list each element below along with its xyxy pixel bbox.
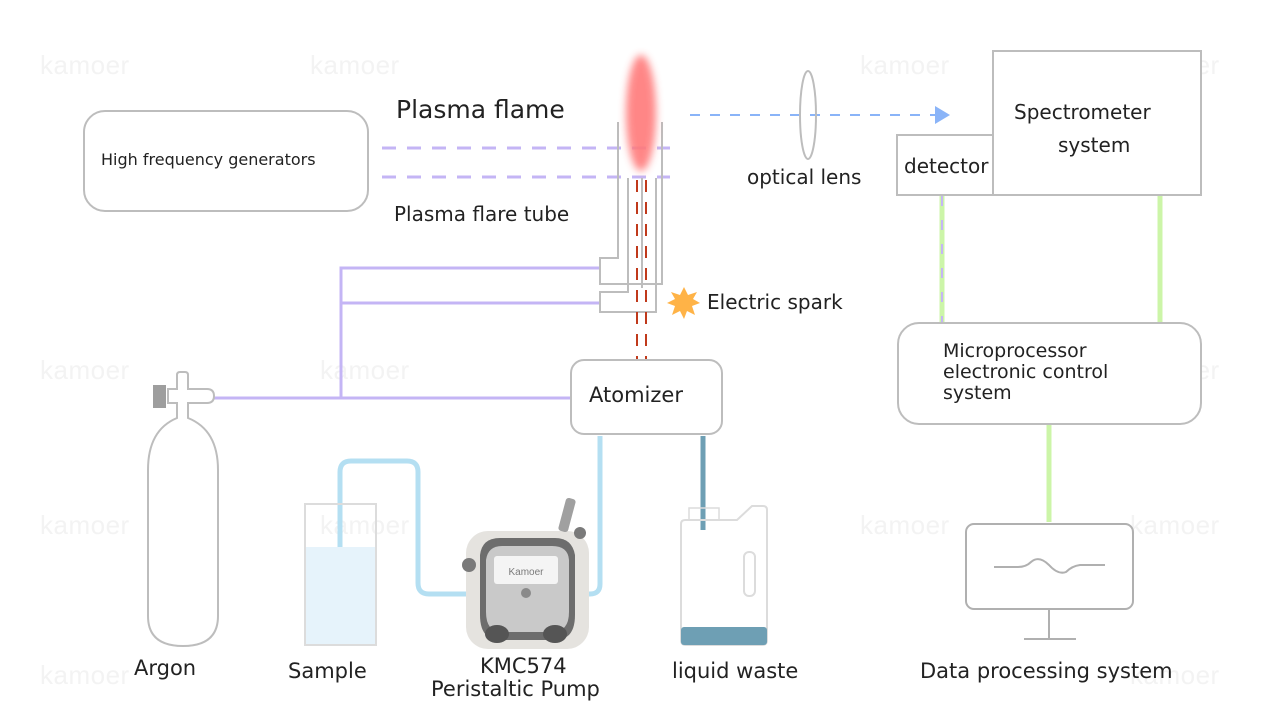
hf-generators-label: High frequency generators bbox=[101, 150, 316, 169]
spectrometer-label-line1: Spectrometer bbox=[1014, 100, 1151, 124]
plasma-flame bbox=[626, 55, 656, 171]
microprocessor-label-line3: system bbox=[943, 382, 1012, 404]
pump-type-label: Peristaltic Pump bbox=[431, 677, 600, 701]
microprocessor-box[interactable]: Microprocessor electronic control system bbox=[897, 322, 1202, 425]
watermark: kamoer bbox=[40, 355, 130, 385]
liquid-waste-container-icon bbox=[680, 505, 768, 646]
sample-tube bbox=[337, 458, 470, 630]
arrow-head-icon bbox=[935, 106, 950, 124]
optical-lens-label: optical lens bbox=[747, 165, 862, 189]
atomizer-label: Atomizer bbox=[589, 383, 683, 407]
spectrometer-label-line2: system bbox=[1058, 133, 1131, 157]
watermark: kamoer bbox=[40, 510, 130, 540]
microprocessor-label-line1: Microprocessor bbox=[943, 340, 1087, 362]
sample-label: Sample bbox=[288, 659, 367, 683]
plasma-flame-label: Plasma flame bbox=[396, 95, 565, 124]
detector-box[interactable]: detector bbox=[896, 134, 994, 196]
optical-lens-icon bbox=[799, 70, 817, 160]
sample-beaker-icon bbox=[304, 503, 377, 646]
signal-lines bbox=[939, 196, 1163, 522]
watermark: kamoer bbox=[860, 50, 950, 80]
electric-spark-label: Electric spark bbox=[707, 290, 843, 314]
electric-spark-icon bbox=[667, 287, 700, 319]
watermark: kamoer bbox=[320, 355, 410, 385]
watermark: kamoer bbox=[860, 510, 950, 540]
hf-coil-lines bbox=[382, 146, 670, 179]
pump-to-atomizer-tube bbox=[572, 436, 603, 597]
peristaltic-pump-image: Kamoer bbox=[462, 497, 589, 649]
watermark: kamoer bbox=[1130, 660, 1220, 690]
liquid-waste-label: liquid waste bbox=[672, 659, 799, 683]
argon-gas-lines bbox=[214, 266, 600, 400]
argon-cylinder-icon bbox=[147, 371, 219, 648]
plasma-flare-tube-label: Plasma flare tube bbox=[394, 202, 570, 226]
spectrometer-box[interactable]: Spectrometer system bbox=[992, 50, 1202, 196]
hf-generators-box[interactable]: High frequency generators bbox=[83, 110, 369, 212]
watermark: kamoer bbox=[1130, 510, 1220, 540]
aerosol-stream bbox=[636, 180, 647, 360]
argon-line-upper bbox=[339, 266, 600, 398]
data-processing-label: Data processing system bbox=[920, 659, 1173, 683]
pump-model-label: KMC574 bbox=[480, 654, 567, 678]
watermark: kamoer bbox=[40, 660, 130, 690]
microprocessor-label-line2: electronic control bbox=[943, 361, 1109, 383]
detector-label: detector bbox=[904, 154, 989, 178]
watermark: kamoer bbox=[310, 50, 400, 80]
argon-label: Argon bbox=[134, 656, 197, 680]
watermark: kamoer bbox=[320, 510, 410, 540]
light-path bbox=[690, 106, 950, 124]
pump-brand-label: Kamoer bbox=[508, 567, 544, 578]
atomizer-box[interactable]: Atomizer bbox=[570, 359, 723, 435]
monitor-icon bbox=[965, 523, 1134, 640]
plasma-flare-tube bbox=[599, 122, 663, 313]
watermark: kamoer bbox=[40, 50, 130, 80]
